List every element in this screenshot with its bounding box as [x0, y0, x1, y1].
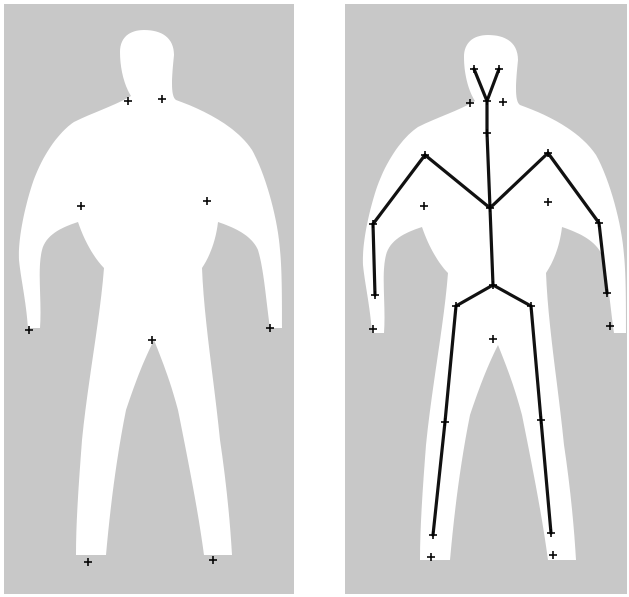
right-figure: [363, 35, 626, 561]
keypoint-marker-8: [84, 558, 92, 566]
keypoint-marker-9: [209, 556, 217, 564]
right-body-silhouette: [363, 35, 626, 560]
left-body-silhouette: [19, 30, 282, 555]
left-figure: [19, 30, 282, 566]
skeleton-bone-elL-wrL: [373, 224, 375, 295]
